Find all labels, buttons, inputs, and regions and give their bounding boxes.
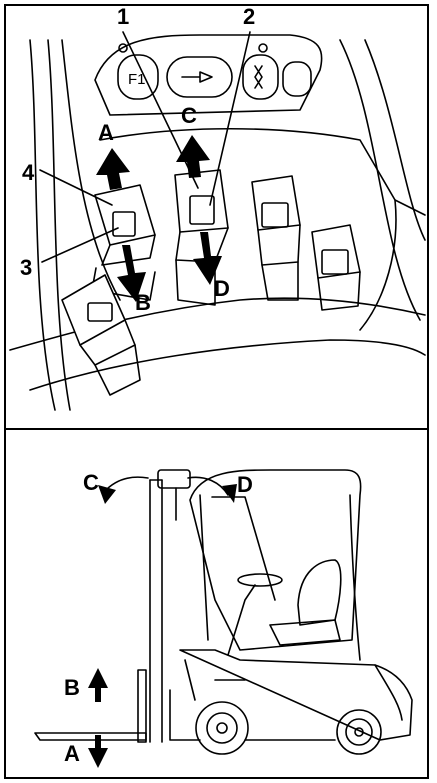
arrow-d-tilt-icon xyxy=(222,484,237,503)
steering-wheel xyxy=(238,574,282,586)
bottom-label-b: B xyxy=(64,675,80,700)
bottom-label-a: A xyxy=(64,741,80,766)
rear-wheel xyxy=(337,710,381,754)
fork-carriage xyxy=(138,670,146,742)
fork xyxy=(35,733,146,740)
front-wheel xyxy=(196,702,248,754)
arrow-c-tilt-icon xyxy=(98,485,116,504)
arrow-b-up-icon xyxy=(88,668,108,702)
mast xyxy=(150,480,162,742)
seat xyxy=(298,560,341,625)
bottom-label-d: D xyxy=(237,472,253,497)
bottom-label-c: C xyxy=(83,470,99,495)
